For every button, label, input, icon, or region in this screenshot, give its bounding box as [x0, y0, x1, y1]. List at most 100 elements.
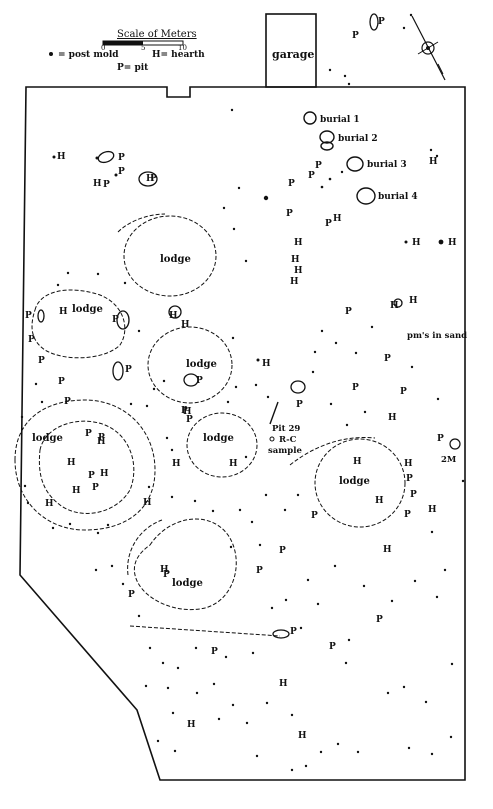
hearth: H — [229, 459, 238, 469]
hearth: H — [390, 301, 399, 311]
pit: P — [256, 566, 263, 576]
lodge-outline-6 — [314, 438, 406, 528]
legend-pit: P= pit — [117, 63, 149, 73]
pit: P — [118, 153, 125, 163]
lodge-label-6: lodge — [339, 476, 370, 487]
hearth: H — [429, 157, 438, 167]
pit: P — [88, 471, 95, 481]
hearth: H — [262, 359, 271, 369]
pit: P — [286, 209, 293, 219]
lodge-outline-6-arc — [289, 436, 376, 466]
lodge-label-7: lodge — [172, 578, 203, 589]
lodge-outlines — [14, 213, 406, 610]
pit: P — [296, 400, 303, 410]
hearth: H — [146, 174, 155, 184]
burial-4-label: burial 4 — [378, 192, 418, 202]
pms-in-sand-label: pm's in sand — [407, 331, 467, 341]
burial-1-label: burial 1 — [320, 115, 360, 125]
rc-label: R-C — [279, 435, 297, 445]
pit: P — [25, 311, 32, 321]
pit: P — [352, 383, 359, 393]
pit: P — [288, 179, 295, 189]
hearth: H — [172, 459, 181, 469]
lodge-label-3: lodge — [186, 359, 217, 370]
pit: P — [437, 434, 444, 444]
hearth: H — [353, 457, 362, 467]
hearths: H H H H H H H H H H H H H H H H H H H H … — [45, 152, 457, 741]
scale-tick-0: 0 — [101, 44, 105, 52]
pit: P — [58, 377, 65, 387]
pit: P — [345, 307, 352, 317]
pit-29-line — [269, 401, 279, 425]
hearth: H — [59, 307, 68, 317]
pit: P — [329, 642, 336, 652]
lodge-labels: lodge lodge lodge lodge lodge lodge lodg… — [32, 254, 370, 589]
sample-label: sample — [268, 446, 302, 456]
hearth: H — [375, 496, 384, 506]
hearth: H — [279, 679, 288, 689]
post-molds — [20, 13, 465, 772]
legend-hearth: H= hearth — [152, 50, 205, 60]
pit: P — [85, 429, 92, 439]
hearth: H — [160, 565, 169, 575]
hearth: H — [143, 498, 152, 508]
garage-outline — [265, 13, 317, 88]
pit: P — [352, 31, 359, 41]
hearth: H — [290, 277, 299, 287]
hearth: H — [333, 214, 342, 224]
excavation-boundary — [19, 86, 466, 781]
hearth: H — [412, 238, 421, 248]
hearth: H — [383, 545, 392, 555]
lodge-label-5: lodge — [203, 433, 234, 444]
pit: P — [400, 387, 407, 397]
legend: Scale of Meters 0 5 10 = post mold H= he… — [49, 29, 205, 73]
burial-2-label: burial 2 — [338, 134, 378, 144]
annotations: pm's in sand Pit 29 R-C sample 2M — [268, 331, 467, 465]
pit: P — [118, 167, 125, 177]
hearth: H — [294, 266, 303, 276]
pit: P — [376, 615, 383, 625]
hearth: H — [169, 311, 178, 321]
hearth: H — [72, 486, 81, 496]
hearth: H — [404, 459, 413, 469]
hearth: H — [428, 505, 437, 515]
pit: P — [98, 433, 105, 443]
hearth: H — [45, 499, 54, 509]
pit: P — [410, 490, 417, 500]
hearth: H — [93, 179, 102, 189]
pit: P — [308, 171, 315, 181]
trench-line — [129, 625, 281, 637]
lodge-outline-7 — [133, 518, 237, 610]
hearth: H — [97, 437, 106, 447]
pit: P — [290, 627, 297, 637]
pit: P — [279, 546, 286, 556]
lodge-outline-3 — [147, 326, 233, 404]
scale-tick-5: 5 — [141, 44, 145, 52]
pit: P — [211, 647, 218, 657]
lodge-outline-1 — [123, 215, 217, 297]
pit: P — [128, 590, 135, 600]
hearth: H — [181, 320, 190, 330]
pit: P — [196, 376, 203, 386]
hearth: H — [57, 152, 66, 162]
lodge-outline-4 — [14, 399, 156, 531]
pit: P — [28, 335, 35, 345]
hearth: H — [187, 720, 196, 730]
scale-title: Scale of Meters — [117, 29, 197, 40]
lodge-label-1: lodge — [160, 254, 191, 265]
lodge-outline-5 — [186, 412, 258, 478]
pit-outlines — [37, 13, 403, 639]
pit: P — [103, 180, 110, 190]
pit: P — [325, 219, 332, 229]
post-mold-symbol — [49, 52, 53, 56]
hearth: H — [448, 238, 457, 248]
pit: P — [163, 570, 170, 580]
lodge-outline-2 — [31, 289, 126, 359]
legend-post-mold: = post mold — [58, 50, 119, 60]
pit: P — [384, 354, 391, 364]
pit: P — [186, 415, 193, 425]
hearth: H — [67, 458, 76, 468]
pits: P P P P P P P P P P P P P P P P P P P P … — [25, 17, 444, 657]
lodge-outline-1-arc — [117, 213, 166, 233]
